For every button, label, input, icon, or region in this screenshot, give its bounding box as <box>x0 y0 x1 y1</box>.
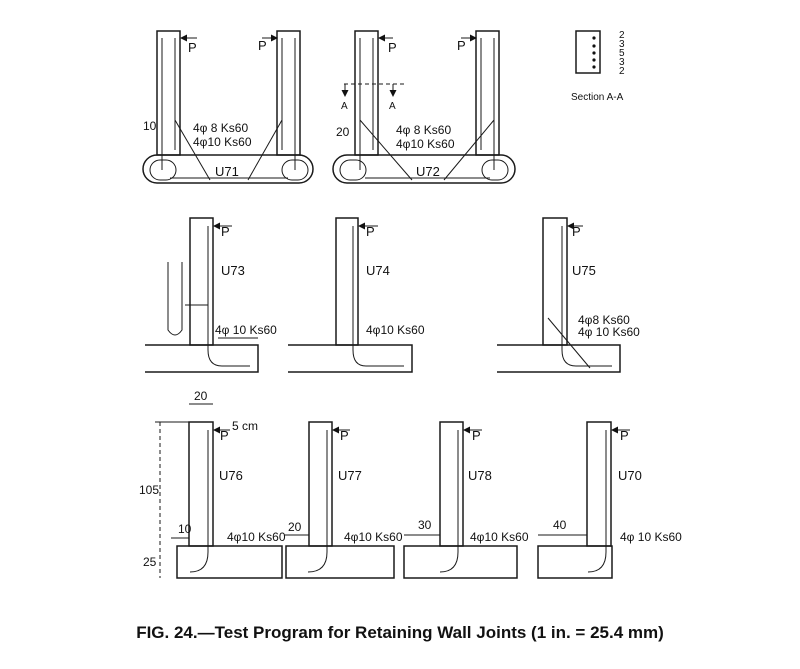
u72-load-right: P <box>457 38 466 53</box>
specimen-u74 <box>288 217 413 373</box>
section-mark-3: 5 <box>619 48 625 59</box>
specimen-u70 <box>537 421 630 579</box>
u71-load-right: P <box>258 38 267 53</box>
figure-caption: FIG. 24.—Test Program for Retaining Wall… <box>136 623 664 642</box>
u78-dim: 30 <box>418 518 432 532</box>
u76-width: 20 <box>194 389 208 403</box>
section-cut-right: A <box>389 101 396 112</box>
u77-dim: 20 <box>288 520 302 534</box>
u71-rebar-2: 4φ10 Ks60 <box>193 135 252 149</box>
u75-label: U75 <box>572 263 596 278</box>
u78-label: U78 <box>468 468 492 483</box>
section-mark-4: 3 <box>619 57 625 68</box>
section-a-a-label: Section A-A <box>571 92 624 103</box>
u70-rebar: 4φ 10 Ks60 <box>620 530 682 544</box>
u77-label: U77 <box>338 468 362 483</box>
u74-load: P <box>366 224 375 239</box>
u75-load: P <box>572 224 581 239</box>
u71-dim: 10 <box>143 119 157 133</box>
u77-rebar: 4φ10 Ks60 <box>344 530 403 544</box>
u76-load: P <box>220 428 229 443</box>
section-a-a <box>575 30 601 74</box>
specimen-u72 <box>332 30 516 184</box>
specimen-u76 <box>155 403 283 579</box>
specimen-u75 <box>497 217 621 373</box>
u72-load-left: P <box>388 40 397 55</box>
specimen-u77 <box>284 421 395 579</box>
u76-height: 105 <box>139 483 159 497</box>
section-cut-left: A <box>341 101 348 112</box>
u76-label: U76 <box>219 468 243 483</box>
u70-label: U70 <box>618 468 642 483</box>
specimen-u71 <box>142 30 314 184</box>
u71-rebar-1: 4φ 8 Ks60 <box>193 121 248 135</box>
section-mark-5: 2 <box>619 66 625 77</box>
u73-rebar: 4φ 10 Ks60 <box>215 323 277 337</box>
u75-rebar-2: 4φ 10 Ks60 <box>578 325 640 339</box>
u76-base: 25 <box>143 555 157 569</box>
u77-load: P <box>340 428 349 443</box>
u74-rebar: 4φ10 Ks60 <box>366 323 425 337</box>
u72-label: U72 <box>416 164 440 179</box>
u76-dim: 10 <box>178 522 192 536</box>
u70-dim: 40 <box>553 518 567 532</box>
u76-cover: 5 cm <box>232 419 258 433</box>
u71-load-left: P <box>188 40 197 55</box>
u73-label: U73 <box>221 263 245 278</box>
u78-load: P <box>472 428 481 443</box>
specimen-u73 <box>145 217 259 373</box>
u73-load: P <box>221 224 230 239</box>
u76-rebar: 4φ10 Ks60 <box>227 530 286 544</box>
u71-label: U71 <box>215 164 239 179</box>
u72-dim: 20 <box>336 125 350 139</box>
u70-load: P <box>620 428 629 443</box>
u75-rebar-1: 4φ8 Ks60 <box>578 313 630 327</box>
u72-rebar-1: 4φ 8 Ks60 <box>396 123 451 137</box>
u74-label: U74 <box>366 263 390 278</box>
specimen-u78 <box>403 421 518 579</box>
section-mark-1: 2 <box>619 30 625 41</box>
u78-rebar: 4φ10 Ks60 <box>470 530 529 544</box>
u72-rebar-2: 4φ10 Ks60 <box>396 137 455 151</box>
section-mark-2: 3 <box>619 39 625 50</box>
